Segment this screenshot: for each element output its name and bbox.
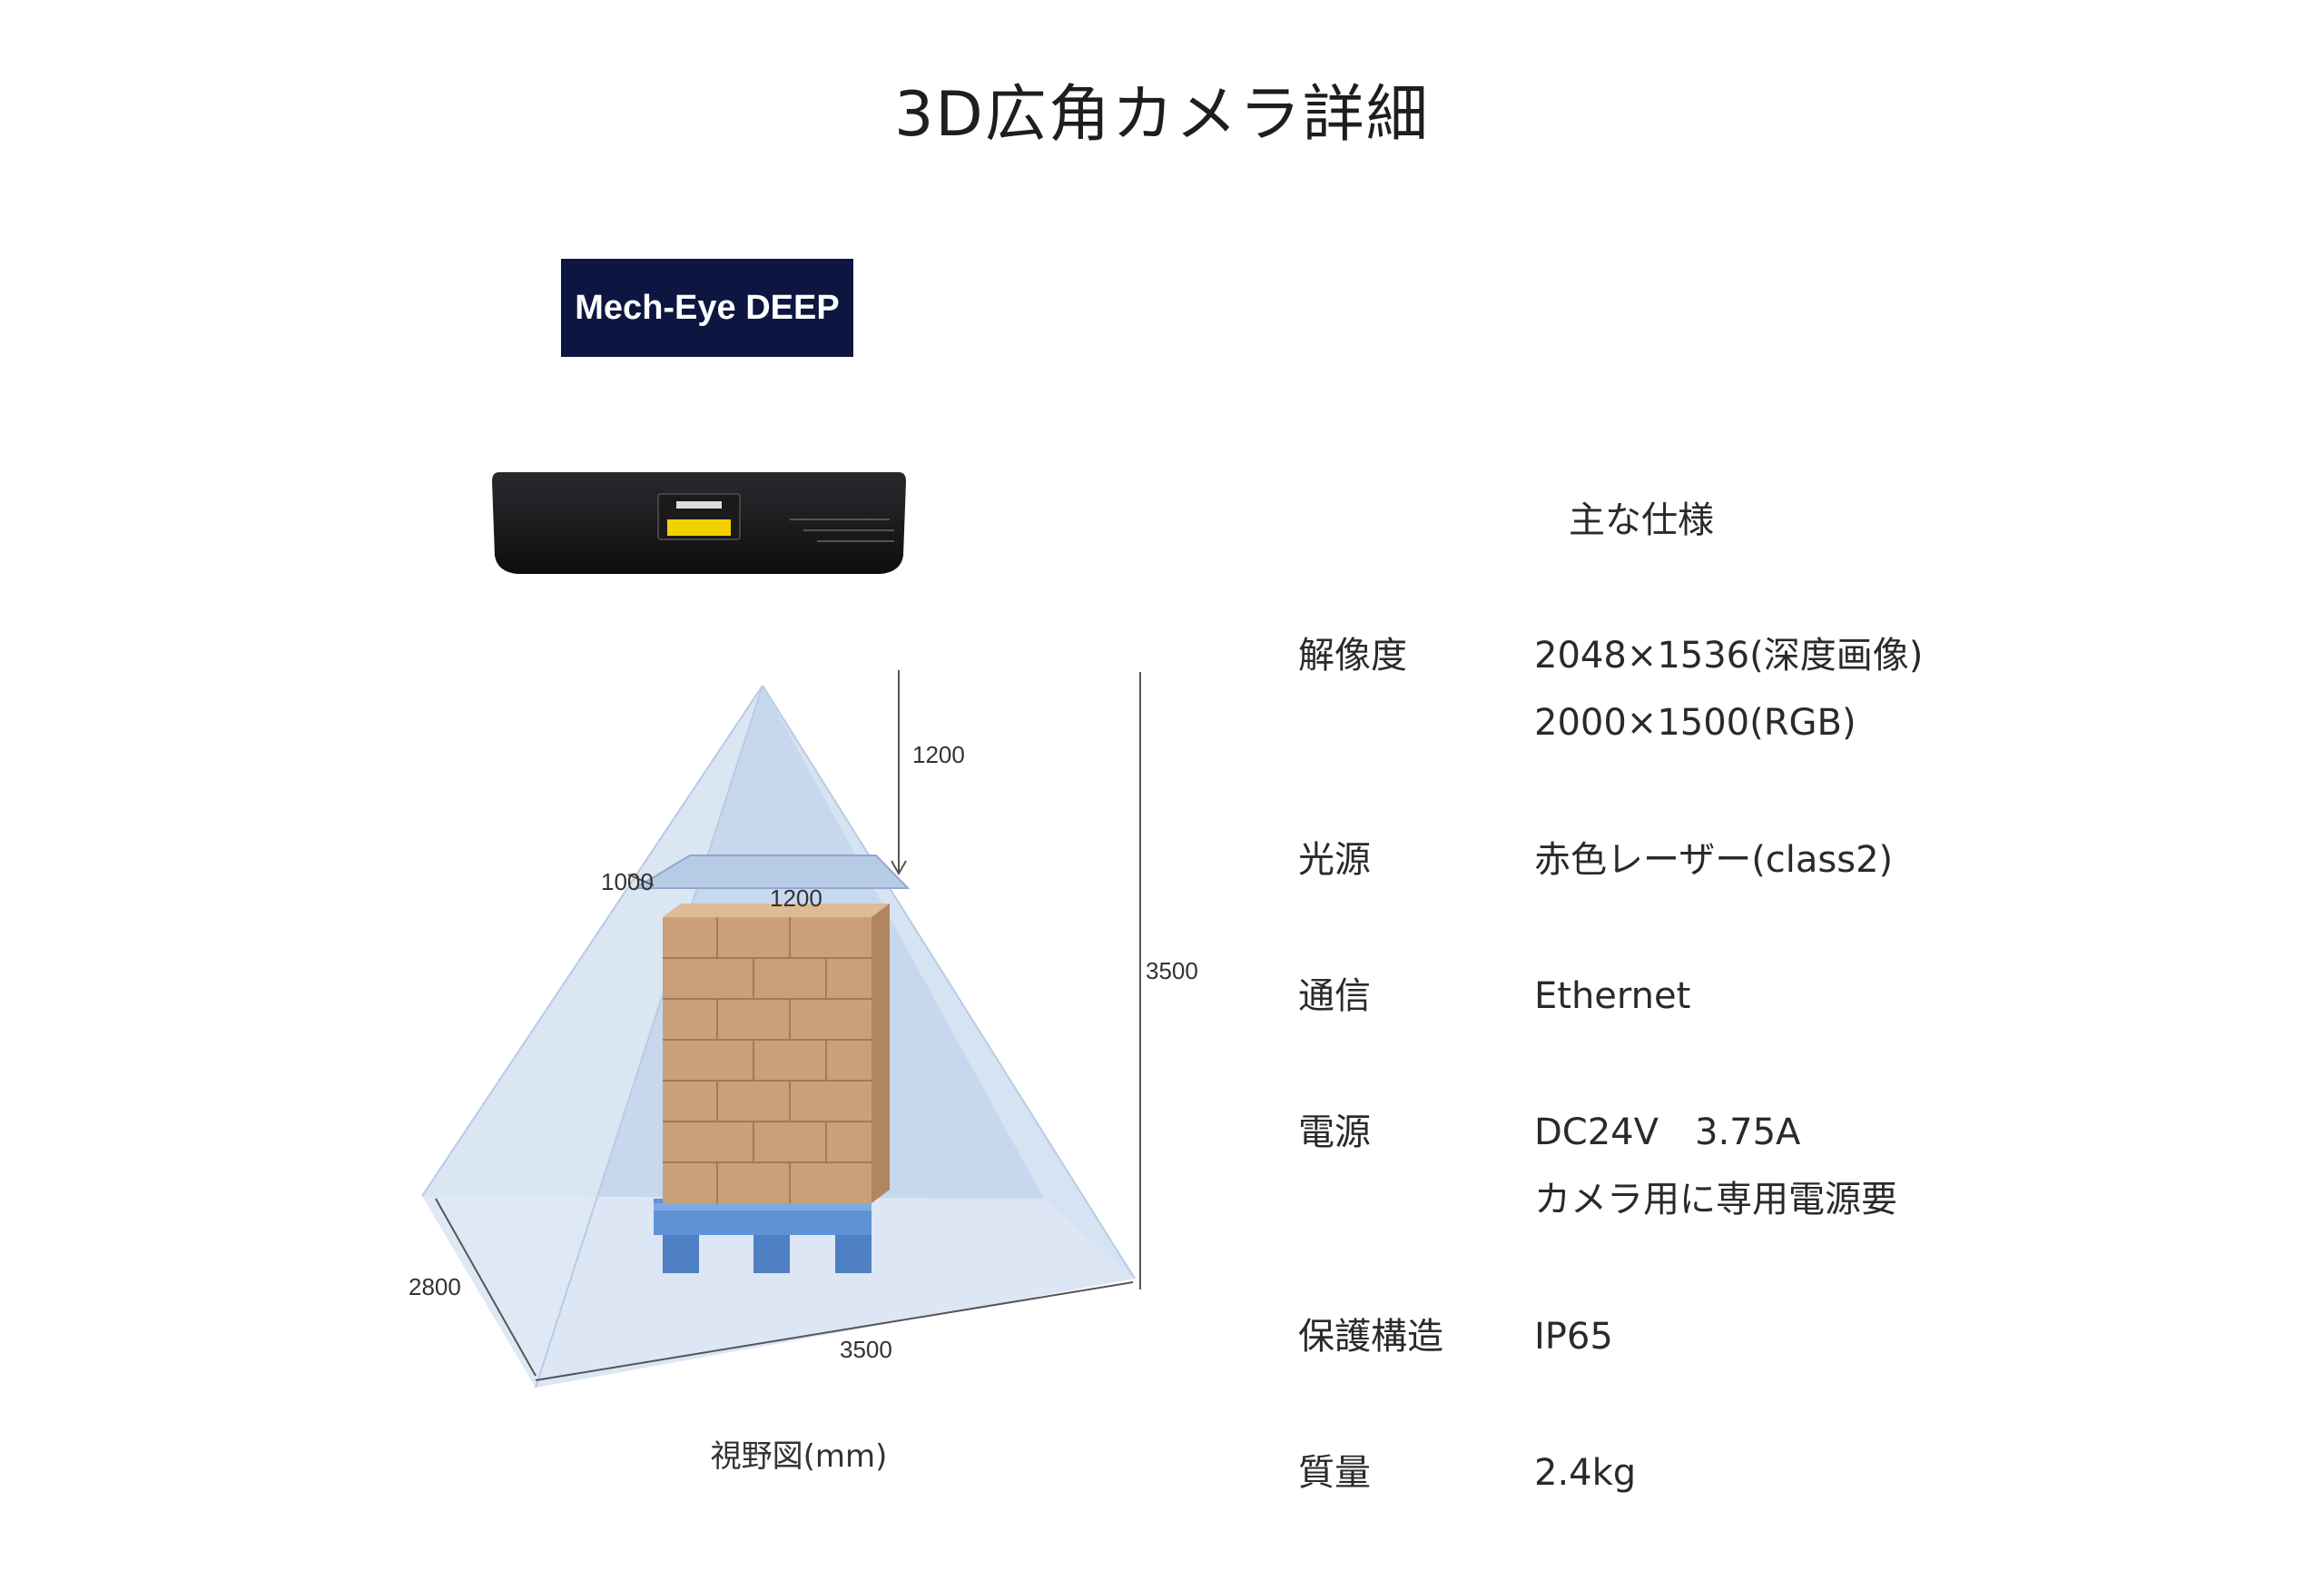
box-stack	[663, 904, 890, 1203]
spec-heading: 主な仕様	[1569, 499, 1714, 541]
dim-near-width: 1200	[770, 884, 822, 912]
fov-near-plane	[632, 855, 911, 889]
dim-near-depth: 1000	[601, 868, 654, 895]
spec-value: 2.4kg	[1534, 1452, 1637, 1494]
spec-value: IP65	[1534, 1316, 1613, 1358]
fov-base	[422, 1196, 1135, 1388]
camera-image	[492, 472, 906, 574]
spec-label: 質量	[1298, 1452, 1371, 1494]
page-title: 3D広角カメラ詳細	[894, 79, 1430, 151]
spec-value: 2048×1536(深度画像)	[1534, 635, 1924, 677]
spec-label: 光源	[1298, 839, 1371, 881]
field-of-view-diagram: 1200 1000 1200 3500 2800 3500	[409, 670, 1198, 1388]
pallet	[654, 1199, 872, 1273]
spec-label: 保護構造	[1298, 1316, 1443, 1358]
dim-near-distance: 1200	[912, 741, 965, 768]
spec-value: 2000×1500(RGB)	[1534, 702, 1856, 744]
spec-label: 電源	[1298, 1112, 1371, 1153]
dim-far-height: 3500	[1146, 957, 1198, 984]
spec-label: 通信	[1298, 975, 1371, 1017]
spec-value: カメラ用に専用電源要	[1534, 1179, 1897, 1220]
spec-value: Ethernet	[1534, 975, 1691, 1017]
dim-far-width: 3500	[840, 1336, 892, 1363]
brand-label: Mech-Eye DEEP	[561, 259, 853, 357]
spec-value: DC24V 3.75A	[1534, 1112, 1801, 1153]
fov-caption: 視野図(mm)	[710, 1438, 888, 1475]
spec-value: 赤色レーザー(class2)	[1534, 839, 1894, 881]
dim-far-depth: 2800	[409, 1273, 461, 1300]
spec-label: 解像度	[1298, 635, 1407, 677]
